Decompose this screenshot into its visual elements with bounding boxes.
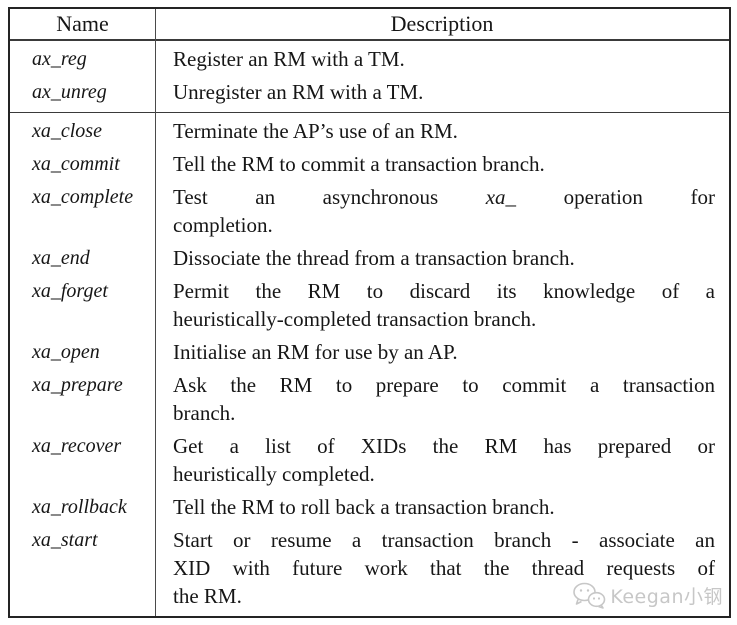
function-name: xa_close — [32, 120, 102, 142]
table-row: xa_open Initialise an RM for use by an AP… — [10, 338, 729, 366]
description-line: the RM. — [173, 584, 242, 608]
function-name: xa_forget — [32, 280, 108, 302]
function-description: Tell the RM to roll back a transaction b… — [155, 493, 729, 521]
function-description: Permit the RM to discard its knowledge o… — [155, 277, 729, 333]
description-line: Tell the RM to commit a transaction bran… — [173, 152, 545, 176]
function-name: ax_unreg — [32, 81, 107, 103]
description-line: heuristically completed. — [173, 462, 375, 486]
xa-functions-table: Name Description ax_reg Register an RM wi… — [8, 7, 731, 618]
table-section: ax_reg Register an RM with a TM. ax_unreg U… — [10, 41, 729, 112]
watermark: Keegan小钢 — [572, 581, 723, 609]
function-description: Register an RM with a TM. — [155, 45, 729, 73]
description-line: Start or resume a transaction branch - a… — [173, 528, 715, 552]
description-line: Terminate the AP’s use of an RM. — [173, 119, 458, 143]
function-description: Unregister an RM with a TM. — [155, 78, 729, 106]
function-name: xa_prepare — [32, 374, 123, 396]
function-name: xa_complete — [32, 186, 134, 208]
description-line: branch. — [173, 401, 236, 425]
function-description: Tell the RM to commit a transaction bran… — [155, 150, 729, 178]
header-description: Description — [390, 11, 494, 36]
table-row: xa_start Start or resume a transaction br… — [10, 526, 729, 610]
table-row: ax_reg Register an RM with a TM. — [10, 45, 729, 73]
description-line: heuristically-completed transaction bran… — [173, 307, 537, 331]
function-name: xa_recover — [32, 435, 122, 457]
table-row: xa_commit Tell the RM to commit a transac… — [10, 150, 729, 178]
function-description: Dissociate the thread from a transaction… — [155, 244, 729, 272]
function-description: Start or resume a transaction branch - a… — [155, 526, 729, 610]
function-description: Get a list of XIDs the RM has prepared o… — [155, 432, 729, 488]
table-row: xa_end Dissociate the thread from a trans… — [10, 244, 729, 272]
table-row: xa_prepare Ask the RM to prepare to commi… — [10, 371, 729, 427]
description-line: Get a list of XIDs the RM has prepared o… — [173, 434, 715, 458]
function-name: xa_commit — [32, 153, 120, 175]
table-row: xa_forget Permit the RM to discard its kn… — [10, 277, 729, 333]
function-name: xa_rollback — [32, 496, 127, 518]
table-row: xa_close Terminate the AP’s use of an RM. — [10, 117, 729, 145]
description-line: Tell the RM to roll back a transaction b… — [173, 495, 555, 519]
function-name: xa_end — [32, 247, 90, 269]
table-row: xa_complete Test an asynchronous xa_ oper… — [10, 183, 729, 239]
description-line: Register an RM with a TM. — [173, 47, 405, 71]
header-name: Name — [56, 11, 109, 36]
table-body: ax_reg Register an RM with a TM. ax_unreg U… — [10, 41, 729, 616]
function-name: xa_start — [32, 529, 98, 551]
description-line: Unregister an RM with a TM. — [173, 80, 424, 104]
description-line: Ask the RM to prepare to commit a transa… — [173, 373, 715, 397]
table-row: xa_rollback Tell the RM to roll back a tr… — [10, 493, 729, 521]
description-line: Test an asynchronous xa_ operation for — [173, 185, 715, 209]
function-name: xa_open — [32, 341, 100, 363]
table-row: xa_recover Get a list of XIDs the RM has … — [10, 432, 729, 488]
description-line: completion. — [173, 213, 273, 237]
watermark-label: Keegan小钢 — [610, 585, 723, 608]
function-description: Ask the RM to prepare to commit a transa… — [155, 371, 729, 427]
column-divider — [155, 9, 156, 616]
description-line: Initialise an RM for use by an AP. — [173, 340, 458, 364]
function-description: Test an asynchronous xa_ operation for co… — [155, 183, 729, 239]
description-line: XID with future work that the thread req… — [173, 556, 715, 580]
function-name: ax_reg — [32, 48, 87, 70]
table-row: ax_unreg Unregister an RM with a TM. — [10, 78, 729, 106]
table-section: xa_close Terminate the AP’s use of an RM.… — [10, 112, 729, 616]
description-line: Dissociate the thread from a transaction… — [173, 246, 575, 270]
description-line: Permit the RM to discard its knowledge o… — [173, 279, 715, 303]
function-description: Terminate the AP’s use of an RM. — [155, 117, 729, 145]
function-description: Initialise an RM for use by an AP. — [155, 338, 729, 366]
table-header-row: Name Description — [10, 9, 729, 41]
wechat-icon — [572, 581, 606, 609]
